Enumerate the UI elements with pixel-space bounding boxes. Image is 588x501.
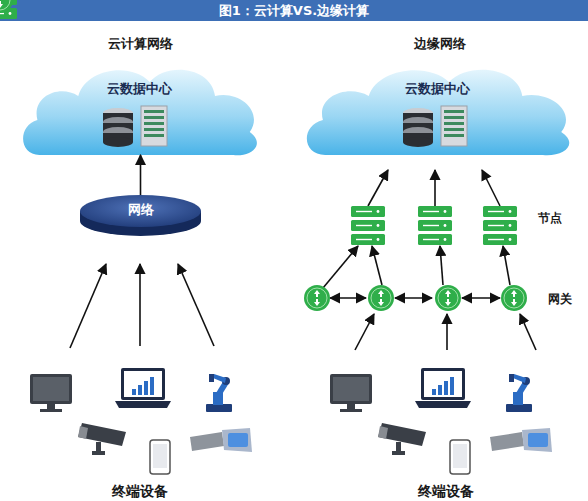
edge-server-icon bbox=[351, 206, 385, 245]
robot-arm-icon bbox=[206, 374, 232, 412]
cloud-data-center-outline bbox=[300, 58, 575, 158]
gateway-icon bbox=[435, 285, 461, 311]
cloud-data-center-outline bbox=[17, 58, 262, 158]
node-text: 云数据中心 bbox=[300, 80, 575, 97]
panel-heading: 边缘网络 bbox=[414, 35, 466, 52]
data-center-icon bbox=[103, 106, 167, 147]
cloud-data-center: 云数据中心 bbox=[300, 58, 575, 158]
edge-server-icon bbox=[483, 206, 517, 245]
device-arrows bbox=[70, 264, 214, 348]
terminal-devices bbox=[330, 368, 552, 474]
laptop-icon bbox=[115, 368, 171, 408]
gateway-icon bbox=[304, 285, 330, 311]
node-text: 网络 bbox=[78, 201, 203, 218]
gateway-icon bbox=[368, 285, 394, 311]
terminal-devices bbox=[30, 368, 252, 474]
part-label: 网关 bbox=[548, 291, 572, 307]
part-label: 终端设备 bbox=[418, 482, 474, 500]
phone-icon bbox=[150, 440, 170, 474]
data-center-icon bbox=[403, 106, 467, 147]
node-text: 云数据中心 bbox=[17, 80, 262, 97]
scanner-icon bbox=[190, 428, 252, 452]
camera-icon bbox=[78, 423, 126, 455]
edge-network-arrows bbox=[323, 170, 536, 350]
panel-heading: 云计算网络 bbox=[108, 35, 173, 52]
connector-arrow bbox=[140, 155, 142, 195]
gateway-icon bbox=[0, 0, 13, 13]
edge-server-icon bbox=[0, 0, 17, 19]
monitor-icon bbox=[30, 374, 72, 412]
part-label: 节点 bbox=[538, 210, 562, 226]
network-disk: 网络 bbox=[78, 193, 203, 237]
figure-title: 图1：云计算VS.边缘计算 bbox=[0, 2, 588, 19]
gateway-icon bbox=[501, 285, 527, 311]
part-label: 终端设备 bbox=[112, 482, 168, 500]
cloud-data-center: 云数据中心 bbox=[17, 58, 262, 158]
edge-server-icon bbox=[418, 206, 452, 245]
